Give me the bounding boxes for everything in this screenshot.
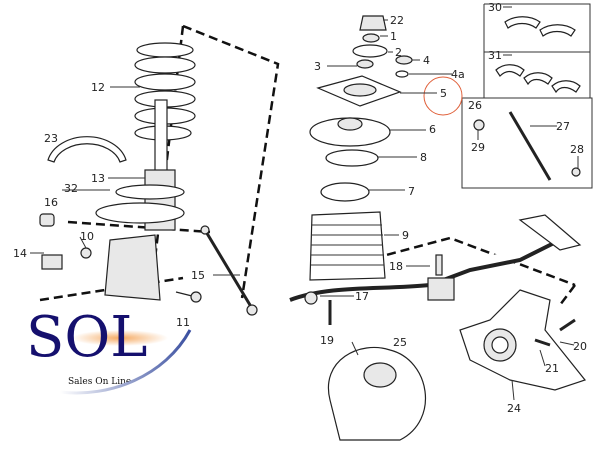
sol-logo: SOL Sales On Line [26,305,192,395]
strut-assembly [95,99,185,301]
callout-9: 9 [402,229,409,242]
callout-8: 8 [420,151,427,164]
top-mount-stack [309,15,413,281]
callout-17: 17 [355,290,369,303]
callout-5: 5 [440,87,447,100]
callout-12: 12 [91,81,105,94]
callout-15: 15 [191,269,205,282]
logo-tagline: Sales On Line [68,377,131,387]
callout-23: 23 [44,132,58,145]
callout-20: 20 [573,340,587,353]
highlight-circle [423,76,463,116]
inset-box-clips [483,3,591,98]
callout-14: 14 [13,247,27,260]
callout-27: 27 [556,120,570,133]
brake-shield [327,346,426,441]
callout-3: 3 [314,60,321,73]
nut-16 [39,213,55,227]
callout-31: 31 [488,49,502,62]
stabilizer-link-inset [508,111,552,181]
callout-26: 26 [468,99,482,112]
callout-6: 6 [429,123,436,136]
clip-set-31 [495,64,581,94]
leader-lines [30,6,579,401]
callout-4: 4 [423,54,430,67]
clip-set-30 [504,16,576,37]
callout-25: 25 [393,336,407,349]
callout-13: 13 [91,172,105,185]
callout-21: 21 [545,362,559,375]
callout-22: 22 [390,14,404,27]
callout-7: 7 [408,185,415,198]
steering-knuckle [459,289,587,391]
bracket-14 [41,254,63,270]
callout-30: 30 [488,1,502,14]
callout-1: 1 [390,30,397,43]
assembly-boundary-right [359,236,576,306]
callout-19: 19 [320,334,334,347]
bushing-bracket [427,277,455,301]
logo-text: SOL [26,305,147,370]
callout-11: 11 [176,316,190,329]
callout-4a: 4a [451,68,465,81]
callout-2: 2 [395,46,402,59]
callout-18: 18 [389,260,403,273]
callout-24: 24 [507,402,521,415]
spring-seat-clip [47,136,127,163]
stabilizer-link [203,229,252,306]
coil-spring [134,42,196,141]
callout-32: 32 [64,182,78,195]
callout-16: 16 [44,196,58,209]
nut-10 [80,247,92,259]
callout-10: 10 [80,230,94,243]
subframe-arm [518,214,582,251]
callout-labels: 22 1 2 3 4 4a 5 6 7 8 9 12 13 23 32 16 1… [13,1,587,415]
callout-29: 29 [471,141,485,154]
callout-28: 28 [570,143,584,156]
assembly-boundary-left [39,24,280,302]
inset-box-link [461,97,593,189]
